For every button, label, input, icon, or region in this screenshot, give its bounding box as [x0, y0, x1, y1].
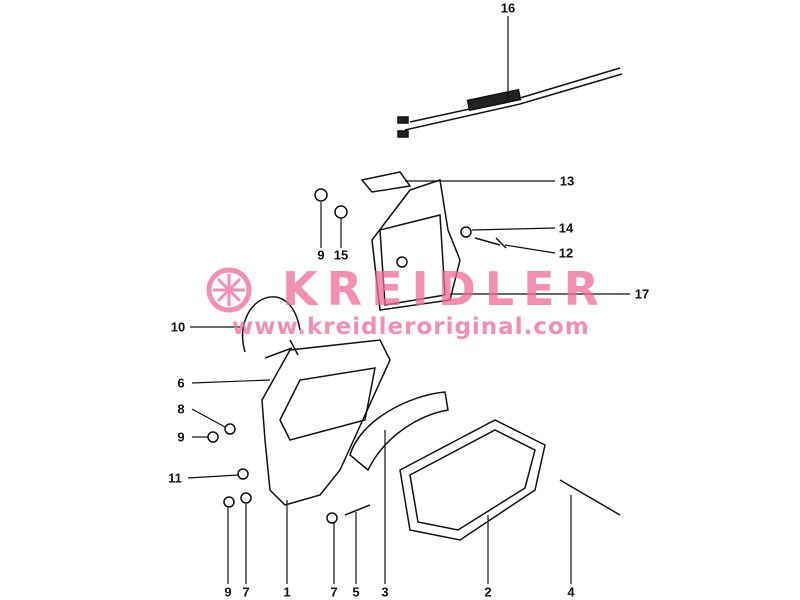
leader-lines [187, 16, 630, 584]
callout-7: 7 [330, 584, 338, 600]
callout-3: 3 [381, 584, 389, 600]
part-2-lens [399, 419, 546, 541]
callout-6: 6 [177, 375, 185, 391]
part-14-washer [460, 226, 472, 238]
callout-9: 9 [177, 429, 185, 445]
callout-11: 11 [168, 470, 182, 486]
part-12-screw [474, 237, 507, 249]
callout-12: 12 [558, 245, 574, 261]
callout-2: 2 [484, 584, 492, 600]
part-7-washer [240, 492, 252, 504]
part-17-lamp-housing [371, 179, 461, 311]
watermark-brand: KREIDLER [282, 262, 608, 316]
part-3-reflector [349, 391, 449, 472]
watermark-url: www.kreidleroriginal.com [232, 314, 590, 340]
callout-9: 9 [224, 584, 232, 600]
callout-16: 16 [500, 0, 516, 16]
part-13-bracket [360, 171, 412, 193]
callout-4: 4 [567, 584, 575, 600]
kreidler-logo-watermark [206, 267, 252, 313]
part-9-nut-lower [207, 431, 219, 443]
callout-15: 15 [333, 247, 349, 263]
part-16-cable [397, 67, 623, 138]
part-7-washer-2 [326, 512, 338, 524]
part-11-washer [237, 468, 249, 480]
callout-5: 5 [352, 584, 360, 600]
part-9-nut [314, 188, 328, 202]
callout-10: 10 [170, 319, 186, 335]
part-15-washer [334, 205, 348, 219]
callout-9: 9 [317, 247, 325, 263]
callout-17: 17 [634, 286, 650, 302]
callout-13: 13 [559, 173, 575, 189]
callout-14: 14 [558, 220, 574, 236]
part-6-bolt [264, 339, 299, 359]
part-9-nut-bottom [223, 496, 235, 508]
part-4-screw [559, 479, 621, 516]
callout-7: 7 [242, 584, 250, 600]
callout-8: 8 [177, 401, 185, 417]
part-8-washer [224, 423, 236, 435]
part-1-bracket-body [261, 339, 391, 506]
part-10-ground-cable [242, 296, 301, 353]
part-5-screw [344, 504, 371, 516]
callout-1: 1 [283, 584, 291, 600]
